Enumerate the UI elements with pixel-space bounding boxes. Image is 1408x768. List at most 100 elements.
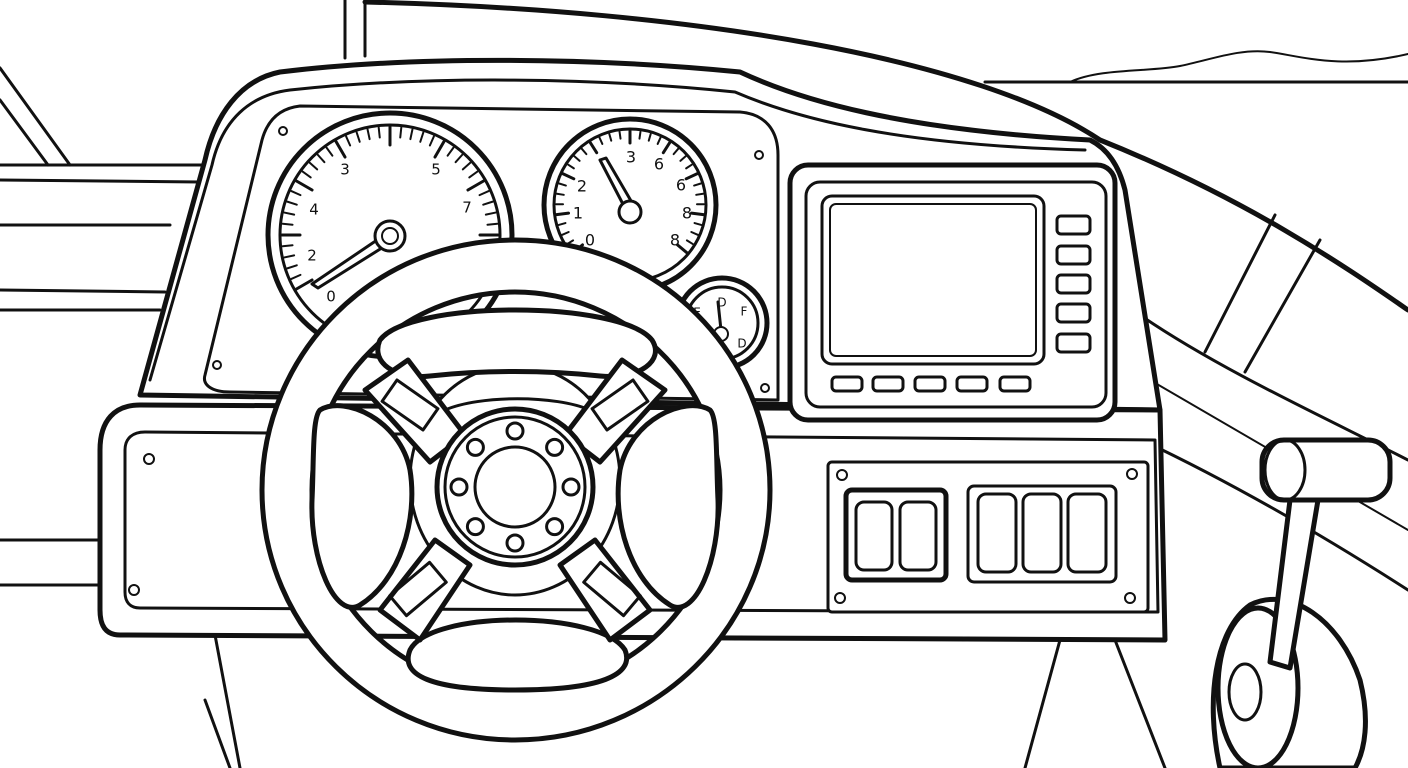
left-console-lines <box>0 163 207 587</box>
side-buttons <box>1055 214 1092 354</box>
tach-label-0: 0 <box>326 288 336 306</box>
gauge-tick <box>555 192 565 196</box>
gauge-tick <box>281 244 294 248</box>
gauge-tick <box>286 200 298 206</box>
gauge-tick <box>478 190 490 197</box>
windshield-post-center <box>343 0 367 60</box>
speed-label-6b: 6 <box>676 176 686 195</box>
gauge-bezel <box>202 104 780 402</box>
hub-bolt <box>545 517 565 537</box>
tach-label-3: 3 <box>340 161 350 179</box>
bottom-button-5[interactable] <box>998 375 1032 393</box>
gauge-tick <box>567 163 575 170</box>
chartplotter-unit <box>787 162 1118 423</box>
bottom-buttons <box>830 375 1032 393</box>
side-button-3[interactable] <box>1055 273 1092 295</box>
gauge-tick <box>679 155 687 162</box>
gauge-tick <box>468 170 479 179</box>
speed-label-3: 3 <box>626 148 636 167</box>
gauge-tick <box>638 130 642 140</box>
speed-label-8b: 8 <box>670 231 680 250</box>
gauge-tick <box>486 222 499 226</box>
gauge-tick <box>598 136 604 145</box>
gauge-tick <box>689 211 705 217</box>
bottom-button-3[interactable] <box>913 375 947 393</box>
gauge-tick <box>695 192 705 196</box>
tach-label-5: 5 <box>431 161 441 179</box>
chartplotter-screen[interactable] <box>820 194 1046 366</box>
gauge-tick <box>345 135 352 147</box>
speed-label-2: 2 <box>577 177 587 196</box>
side-button-5[interactable] <box>1055 332 1092 354</box>
rocker-switch-1[interactable] <box>854 500 894 572</box>
wheel-opening-top <box>375 307 658 380</box>
switch-panel <box>826 460 1150 614</box>
windshield-frame-top <box>362 0 1408 313</box>
gauge-tick <box>355 131 361 143</box>
gauge-tick <box>675 243 689 255</box>
gauge-tick <box>283 211 296 216</box>
gauge-tick <box>561 172 576 181</box>
throttle-lever-icon[interactable] <box>1210 437 1393 768</box>
bottom-button-1[interactable] <box>830 375 864 393</box>
gauge-tick <box>283 254 296 259</box>
gauge-tick <box>608 132 613 142</box>
gauge-tick <box>461 161 472 171</box>
speed-label-0: 0 <box>585 231 595 250</box>
fuel-needle <box>716 300 723 332</box>
wheel-opening-bottom <box>405 617 630 693</box>
gauge-tick <box>294 179 314 192</box>
gauge-tick <box>647 132 652 142</box>
rocker-switch-3[interactable] <box>976 492 1018 574</box>
side-button-4[interactable] <box>1055 302 1092 324</box>
bottom-button-2[interactable] <box>871 375 905 393</box>
hub-bolt <box>449 477 469 497</box>
rocker-switch-5[interactable] <box>1066 492 1108 574</box>
spoke-lower-right <box>557 537 653 643</box>
gauge-tick <box>555 211 571 217</box>
gauge-tick <box>693 222 703 226</box>
fuel-label-f: F <box>741 305 748 319</box>
tach-label-2: 2 <box>307 247 317 265</box>
gauge-tick <box>466 179 486 192</box>
gauge-tick <box>290 273 302 280</box>
rocker-switch-2[interactable] <box>898 500 938 572</box>
gauge-tick <box>446 146 455 157</box>
throttle-handle[interactable] <box>1259 437 1393 503</box>
side-button-1[interactable] <box>1055 214 1092 236</box>
hub-bolt <box>561 477 581 497</box>
speed-label-8a: 8 <box>682 204 692 223</box>
hub-bolt <box>545 437 565 457</box>
wheel-opening-right <box>615 403 721 610</box>
gauge-tick <box>325 146 334 157</box>
gauge-tick <box>308 161 319 171</box>
hub-bolt <box>505 533 525 553</box>
rocker-switch-4[interactable] <box>1021 492 1063 574</box>
gauge-tick <box>366 128 371 141</box>
gauge-tick <box>377 126 381 139</box>
tach-label-4: 4 <box>309 201 319 219</box>
speed-label-6a: 6 <box>654 155 664 174</box>
wheel-opening-left <box>309 403 415 610</box>
bottom-button-4[interactable] <box>955 375 989 393</box>
gauge-tick <box>419 131 425 143</box>
gauge-tick <box>690 230 699 236</box>
gauge-tick <box>454 153 464 164</box>
windshield-brace-right <box>1203 213 1322 374</box>
fuel-label-d-top: D <box>717 296 726 310</box>
gauge-tick <box>484 211 497 216</box>
gauge-tick <box>409 128 414 141</box>
gauge-tick <box>301 170 312 179</box>
gauge-tick <box>684 172 699 181</box>
gauge-tick <box>294 278 314 291</box>
steering-wheel-icon[interactable] <box>259 237 773 743</box>
hub-bolt <box>465 517 485 537</box>
hub-bolt <box>465 437 485 457</box>
gauge-tick <box>588 141 599 155</box>
gauge-tick <box>557 222 567 226</box>
side-button-2[interactable] <box>1055 244 1092 266</box>
speed-label-1: 1 <box>573 204 583 223</box>
gauge-tick <box>685 163 693 170</box>
gauge-tick <box>281 222 294 226</box>
